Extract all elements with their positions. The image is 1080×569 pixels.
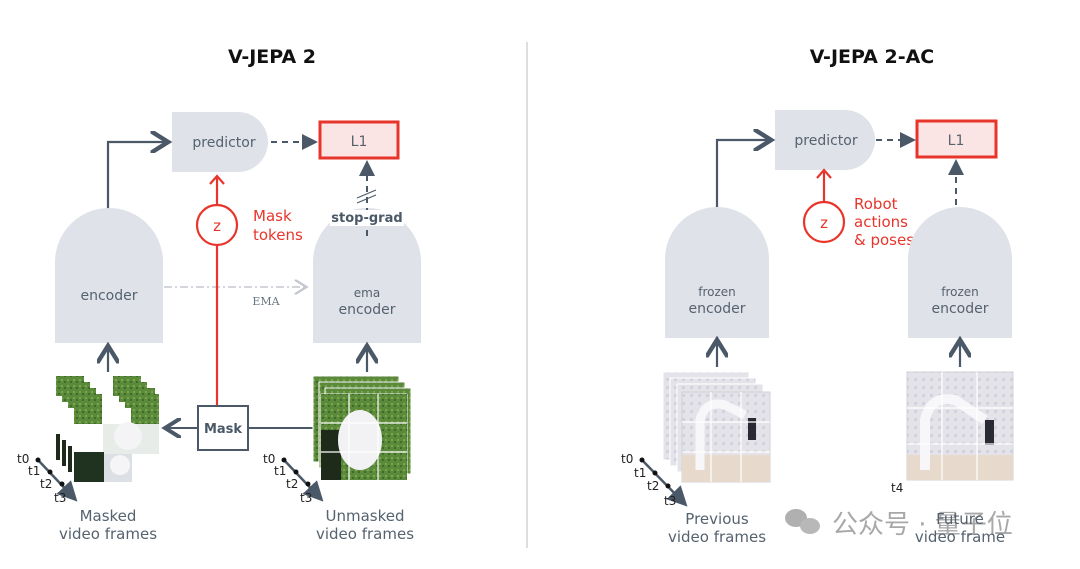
ema-label: ema (354, 286, 380, 300)
left-panel: V-JEPA 2 predictor L1 encoder ema encode… (17, 46, 421, 543)
red-arrowhead-up (816, 168, 832, 179)
tick-t2: t2 (286, 477, 298, 491)
encoder-label: encoder (80, 288, 137, 304)
stopgrad-bg (330, 210, 404, 226)
mask-box[interactable]: Mask (197, 405, 249, 451)
predictor-label: predictor (192, 135, 255, 151)
frozen-label: frozen (698, 285, 736, 299)
tick-t3: t3 (300, 491, 312, 505)
watermark: 公众号 · 量子位 (785, 509, 1013, 540)
stopgrad-slash-1 (356, 189, 377, 199)
l1-loss-box[interactable]: L1 (915, 119, 998, 159)
masked-time-axis: t0 t1 t2 t3 (17, 452, 78, 505)
tick-t1: t1 (634, 466, 646, 480)
frozen-encoder-left[interactable]: frozen encoder (665, 207, 769, 338)
robot-caption-3: & poses (854, 231, 914, 249)
right-panel-title: V-JEPA 2-AC (810, 46, 935, 68)
predictor-block[interactable]: predictor (775, 110, 875, 170)
ema-arrow-label: EMA (252, 295, 280, 308)
z-node[interactable]: z (802, 200, 846, 244)
tick-t1: t1 (28, 464, 40, 478)
z-label: z (213, 217, 221, 235)
unmasked-caption-1: Unmasked (325, 507, 404, 525)
tick-t2: t2 (40, 477, 52, 491)
mask-label: Mask (204, 422, 242, 437)
left-panel-title: V-JEPA 2 (228, 46, 316, 68)
frozen-label: frozen (941, 285, 979, 299)
masked-video-frames (56, 376, 159, 482)
predictor-label: predictor (794, 133, 857, 149)
previous-caption-1: Previous (685, 510, 749, 528)
encoder-block[interactable]: encoder (55, 208, 163, 343)
previous-video-frames (662, 371, 771, 483)
l1-label: L1 (948, 133, 965, 149)
tick-t4: t4 (891, 481, 903, 495)
tick-t3: t3 (664, 494, 676, 508)
previous-caption-2: video frames (668, 528, 766, 546)
stopgrad-slash-2 (356, 194, 377, 204)
encoder-label: encoder (688, 301, 745, 317)
mask-tokens-caption-2: tokens (253, 226, 303, 244)
z-node[interactable]: z (195, 203, 239, 247)
robot-caption-2: actions (854, 213, 908, 231)
tick-t2: t2 (647, 479, 659, 493)
tick-t0: t0 (17, 452, 29, 466)
encoder-to-predictor-arrow (715, 140, 769, 240)
robot-caption-1: Robot (854, 195, 898, 213)
previous-time-axis: t0 t1 t2 t3 (621, 452, 688, 508)
z-label: z (820, 214, 828, 232)
l1-label: L1 (351, 134, 368, 150)
masked-caption-2: video frames (59, 525, 157, 543)
tick-t1: t1 (274, 464, 286, 478)
ema-encoder-block[interactable]: ema encoder (313, 208, 421, 343)
future-caption-2: video frame (915, 528, 1005, 546)
predictor-block[interactable]: predictor (172, 112, 268, 172)
masked-caption-1: Masked (80, 507, 137, 525)
watermark-text: 公众号 · 量子位 (832, 510, 1013, 540)
tick-t0: t0 (263, 452, 275, 466)
encoder-label: encoder (931, 301, 988, 317)
encoder-to-predictor-arrow (106, 142, 166, 240)
ema-encoder-label: encoder (338, 302, 395, 318)
tick-t0: t0 (621, 452, 633, 466)
mask-tokens-caption-1: Mask (253, 207, 292, 225)
unmasked-time-axis: t0 t1 t2 t3 (263, 452, 324, 505)
tick-t3: t3 (54, 491, 66, 505)
unmasked-caption-2: video frames (316, 525, 414, 543)
right-panel: V-JEPA 2-AC predictor L1 z Robot actions… (621, 46, 1014, 546)
frozen-encoder-right[interactable]: frozen encoder (908, 207, 1012, 338)
stopgrad-label: stop-grad (331, 211, 402, 226)
unmasked-video-frames (312, 375, 412, 481)
future-video-frame (906, 371, 1014, 481)
future-caption-1: Future (936, 510, 984, 528)
red-arrowhead-up (209, 174, 225, 185)
l1-loss-box[interactable]: L1 (318, 120, 400, 160)
